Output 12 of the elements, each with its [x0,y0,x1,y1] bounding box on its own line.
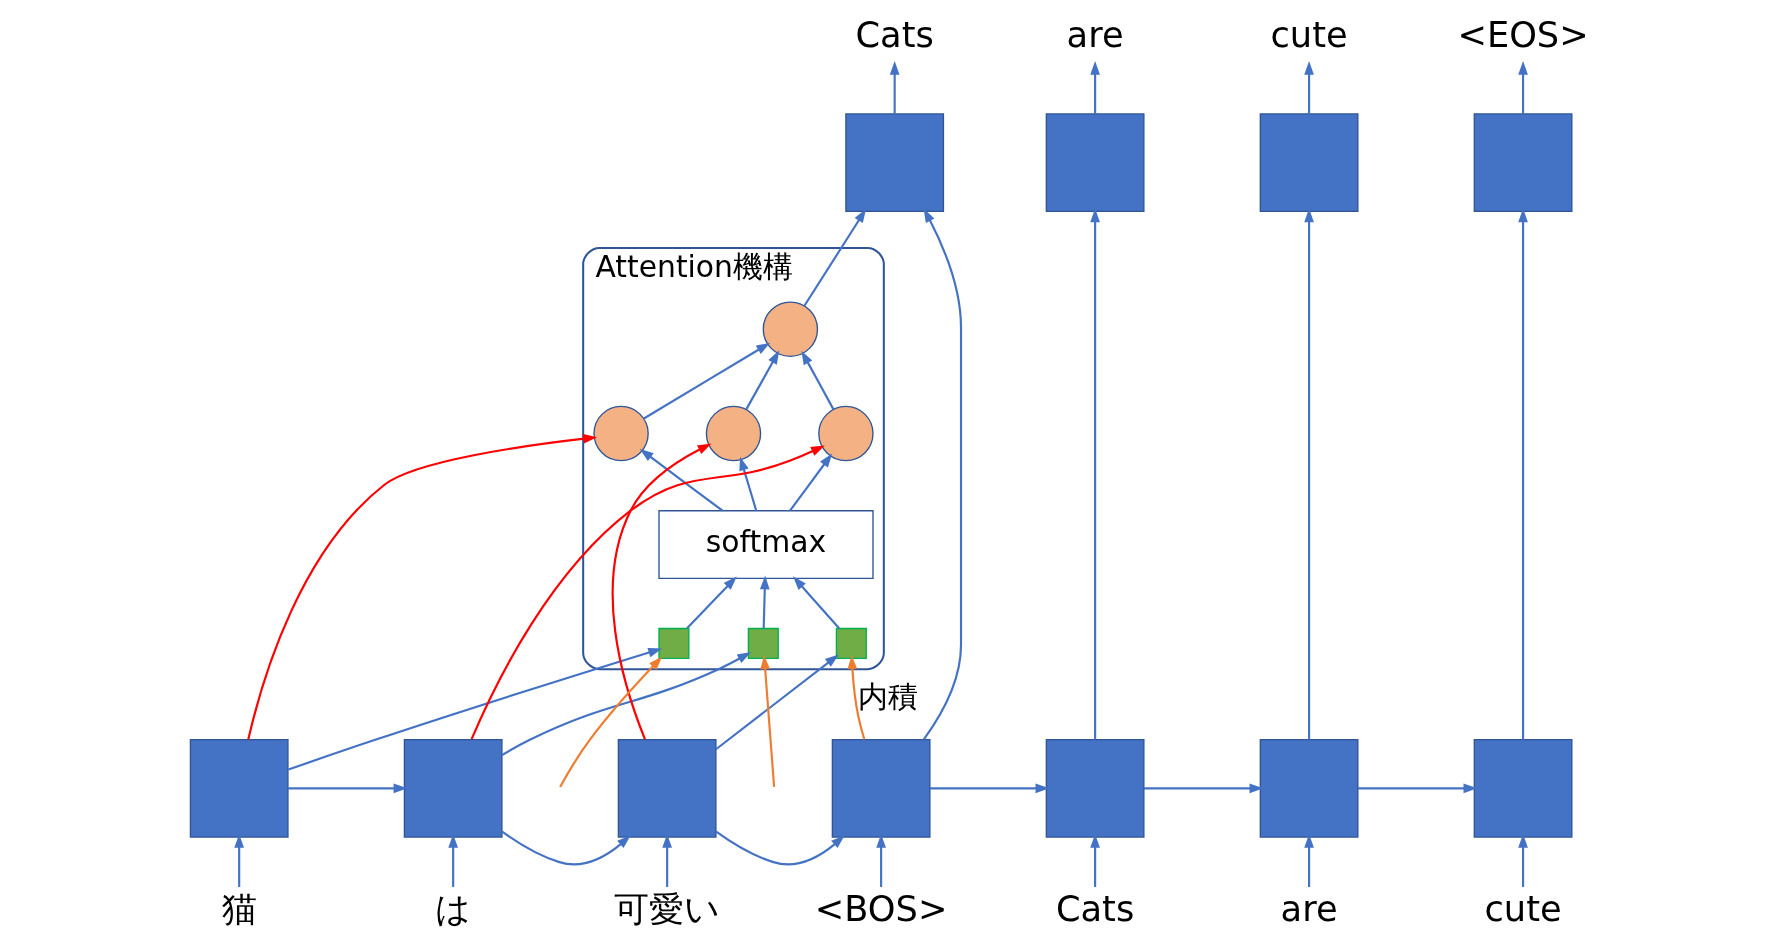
edge-label: 内積 [857,678,918,714]
node-text: cute [1483,887,1562,929]
node-text: 可愛い [613,887,720,929]
node-text: <BOS> [814,887,947,929]
node-text: Cats [1055,887,1134,929]
node-text: <EOS> [1456,14,1589,56]
node-text: are [1280,887,1338,929]
node-text: cute [1270,14,1348,56]
node-text: Cats [855,14,934,56]
node-text: 猫 [221,887,257,929]
node-text: are [1066,14,1124,56]
node-text: は [434,887,471,929]
